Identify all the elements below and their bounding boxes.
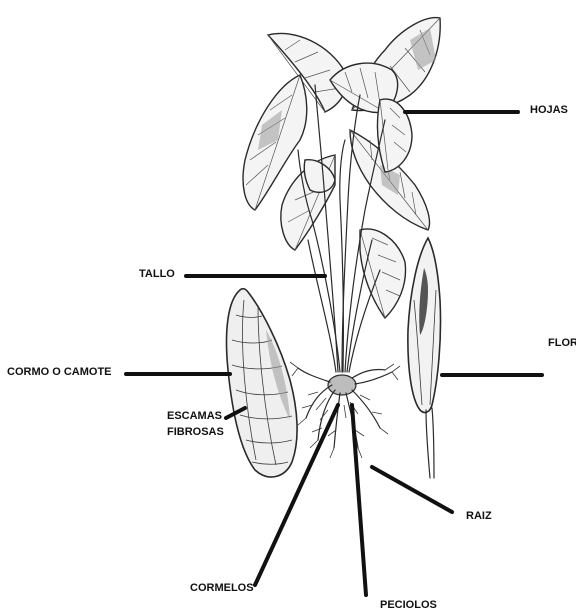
label-cormelos: CORMELOS [190, 582, 254, 595]
roots [290, 362, 400, 458]
petioles [298, 85, 385, 372]
leaves [243, 18, 440, 318]
label-cormo: CORMO O CAMOTE [7, 366, 112, 379]
label-flor: FLOR [548, 337, 576, 350]
label-escamas-line1: ESCAMAS [167, 410, 222, 423]
flower [408, 238, 441, 478]
leader-peciolos [352, 405, 366, 595]
label-tallo: TALLO [139, 268, 175, 281]
leader-raiz [372, 467, 452, 512]
label-hojas: HOJAS [530, 104, 568, 117]
label-escamas-line2: FIBROSAS [167, 426, 224, 439]
label-peciolos: PECIOLOS [380, 599, 437, 612]
corm [227, 289, 298, 477]
leaf-right-upper [378, 99, 412, 172]
label-raiz: RAIZ [466, 510, 492, 523]
